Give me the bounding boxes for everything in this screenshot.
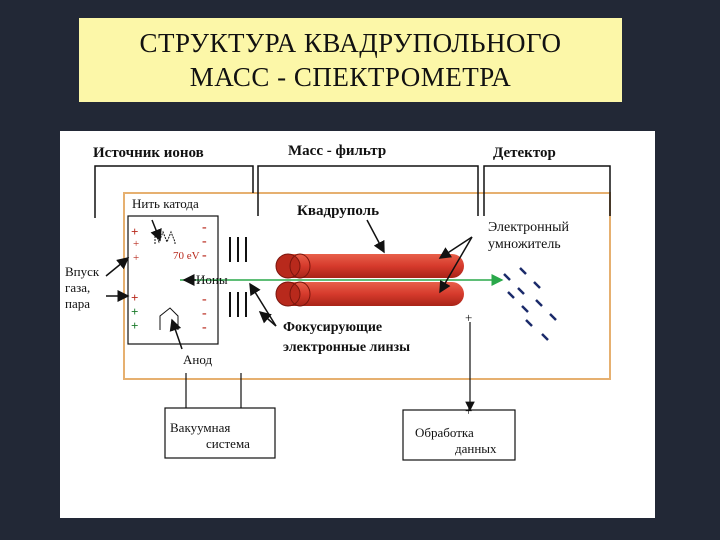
title-box: СТРУКТУРА КВАДРУПОЛЬНОГО МАСС - СПЕКТРОМ… bbox=[79, 18, 622, 102]
label-vacuum-system: Вакуумная система bbox=[170, 420, 250, 452]
label-anode: Анод bbox=[183, 352, 213, 367]
vacuum-system-line-1: Вакуумная bbox=[170, 420, 231, 435]
plus-sign: + bbox=[133, 238, 140, 250]
bracket-mass-filter bbox=[257, 165, 479, 216]
label-focusing-lenses: Фокусирующие электронные линзы bbox=[283, 318, 410, 358]
bracket-ion-source bbox=[94, 165, 254, 218]
title-line-2: МАСС - СПЕКТРОМЕТРА bbox=[189, 62, 512, 92]
minus-sign: - bbox=[202, 320, 207, 335]
quadrupole-rods bbox=[275, 253, 464, 307]
label-gas-inlet: Впуск газа, пара bbox=[65, 264, 99, 312]
minus-sign: - bbox=[202, 306, 207, 321]
label-data-processing: Обработка данных bbox=[415, 425, 497, 457]
plus-sign: + bbox=[131, 318, 139, 333]
label-ions: Ионы bbox=[196, 272, 228, 287]
electron-multiplier-line-2: умножитель bbox=[488, 237, 561, 252]
label-mass-filter: Масс - фильтр bbox=[288, 143, 387, 159]
data-processing-box bbox=[402, 409, 516, 461]
label-cathode-filament: Нить катода bbox=[132, 196, 199, 211]
minus-sign: - bbox=[202, 248, 207, 263]
diagram-panel bbox=[60, 131, 655, 518]
vacuum-system-box bbox=[164, 407, 276, 459]
lens-plates bbox=[229, 237, 247, 317]
label-electron-multiplier: Электронный умножитель bbox=[488, 219, 569, 253]
annotation-arrows bbox=[105, 219, 473, 350]
plus-sign: + bbox=[465, 310, 473, 325]
anode-plate bbox=[159, 307, 179, 330]
data-processing-line-1: Обработка bbox=[415, 425, 474, 440]
electron-multiplier-line-1: Электронный bbox=[488, 220, 570, 235]
data-processing-line-2: данных bbox=[455, 441, 497, 456]
plus-sign: + bbox=[131, 290, 139, 305]
minus-sign: - bbox=[202, 292, 207, 307]
minus-sign: - bbox=[202, 234, 207, 249]
label-detector: Детектор bbox=[493, 145, 556, 161]
label-quadrupole: Квадруполь bbox=[297, 203, 380, 219]
vacuum-system-line-2: система bbox=[206, 436, 250, 451]
label-ion-source: Источник ионов bbox=[93, 145, 204, 161]
plus-sign: + bbox=[131, 304, 139, 319]
gas-inlet-line-2: газа, bbox=[65, 280, 91, 295]
electron-multiplier-dynodes bbox=[503, 267, 557, 341]
focusing-lenses-line-2: электронные линзы bbox=[283, 340, 411, 355]
title-line-1: СТРУКТУРА КВАДРУПОЛЬНОГО bbox=[139, 28, 562, 58]
plus-sign: + bbox=[465, 403, 473, 418]
vacuum-frame bbox=[123, 192, 611, 380]
minus-sign: - bbox=[202, 220, 207, 235]
plus-sign: + bbox=[133, 252, 140, 264]
bracket-detector bbox=[483, 165, 611, 216]
plus-sign: + bbox=[131, 224, 139, 239]
label-voltage: 70 eV bbox=[173, 250, 200, 262]
focusing-lenses-line-1: Фокусирующие bbox=[283, 320, 383, 335]
gas-inlet-line-1: Впуск bbox=[65, 264, 100, 279]
gas-inlet-line-3: пара bbox=[65, 296, 90, 311]
